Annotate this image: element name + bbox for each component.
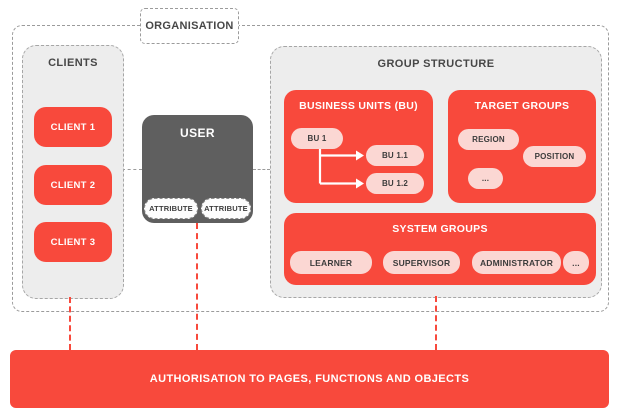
user-group-structure-connector (253, 169, 270, 170)
clients-user-connector (122, 169, 142, 170)
user-attribute-chip-2: ATTRIBUTE (201, 198, 251, 219)
user-authorisation-connector (196, 223, 198, 350)
bu-child-node-1: BU 1.1 (366, 145, 424, 166)
bu-root-node: BU 1 (291, 128, 343, 149)
user-attribute-chip-1: ATTRIBUTE (144, 198, 198, 219)
system-groups-box: SYSTEM GROUPS LEARNER SUPERVISOR ADMINIS… (284, 213, 596, 285)
authorisation-bar: AUTHORISATION TO PAGES, FUNCTIONS AND OB… (10, 350, 609, 408)
group-structure-authorisation-connector (435, 296, 437, 350)
organisation-label-box: ORGANISATION (140, 8, 239, 44)
system-groups-title: SYSTEM GROUPS (392, 223, 488, 235)
target-group-position: POSITION (523, 146, 586, 167)
business-units-title: BUSINESS UNITS (BU) (299, 100, 418, 112)
group-structure-panel: GROUP STRUCTURE BUSINESS UNITS (BU) BU 1… (270, 46, 602, 298)
clients-title: CLIENTS (48, 57, 98, 69)
target-group-more: ... (468, 168, 503, 189)
clients-authorisation-connector (69, 297, 71, 350)
system-group-administrator: ADMINISTRATOR (472, 251, 561, 274)
target-groups-box: TARGET GROUPS REGION POSITION ... (448, 90, 596, 203)
organisation-label: ORGANISATION (145, 20, 234, 32)
target-groups-title: TARGET GROUPS (474, 100, 570, 112)
bu-hierarchy-arrows (318, 148, 364, 189)
user-title: USER (180, 126, 215, 140)
system-group-supervisor: SUPERVISOR (383, 251, 460, 274)
client-node-2: CLIENT 2 (34, 165, 112, 205)
group-structure-title: GROUP STRUCTURE (377, 58, 495, 70)
client-node-1: CLIENT 1 (34, 107, 112, 147)
business-units-box: BUSINESS UNITS (BU) BU 1 BU 1.1 BU 1.2 (284, 90, 433, 203)
user-box: USER ATTRIBUTE ATTRIBUTE (142, 115, 253, 223)
target-group-region: REGION (458, 129, 519, 150)
clients-panel: CLIENTS CLIENT 1 CLIENT 2 CLIENT 3 (22, 45, 124, 299)
organisation-boundary (12, 25, 609, 312)
bu-child-node-2: BU 1.2 (366, 173, 424, 194)
system-group-learner: LEARNER (290, 251, 372, 274)
system-group-more: ... (563, 251, 589, 274)
client-node-3: CLIENT 3 (34, 222, 112, 262)
authorisation-bar-label: AUTHORISATION TO PAGES, FUNCTIONS AND OB… (149, 373, 470, 385)
